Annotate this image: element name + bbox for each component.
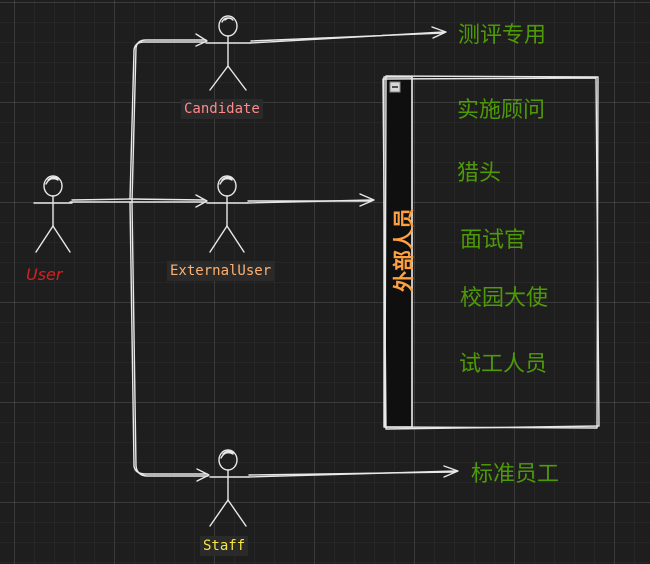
user-label: User bbox=[26, 265, 63, 284]
staff-role-arrow bbox=[247, 465, 459, 478]
staff-label: Staff bbox=[200, 536, 249, 556]
container-item: 试工人员 bbox=[459, 352, 548, 377]
inheritance-connectors bbox=[69, 33, 210, 482]
container-item: 实施顾问 bbox=[457, 98, 546, 123]
user-actor[interactable] bbox=[33, 175, 73, 253]
container-item: 校园大使 bbox=[460, 286, 549, 311]
staff-role-text: 标准员工 bbox=[471, 462, 560, 487]
candidate-actor[interactable] bbox=[205, 15, 251, 91]
candidate-label: Candidate bbox=[181, 99, 263, 119]
container-title: 外部人员 bbox=[392, 208, 416, 292]
candidate-role-arrow bbox=[249, 26, 447, 44]
container-item: 猎头 bbox=[457, 161, 502, 186]
container-item: 面试官 bbox=[460, 228, 527, 253]
external-user-actor[interactable] bbox=[206, 175, 248, 253]
external-user-arrow bbox=[246, 193, 375, 207]
minus-icon[interactable] bbox=[389, 81, 401, 93]
candidate-role-text: 测评专用 bbox=[458, 23, 547, 48]
external-roles-container bbox=[382, 75, 600, 430]
staff-actor[interactable] bbox=[209, 449, 249, 527]
external-user-label: ExternalUser bbox=[167, 261, 275, 281]
